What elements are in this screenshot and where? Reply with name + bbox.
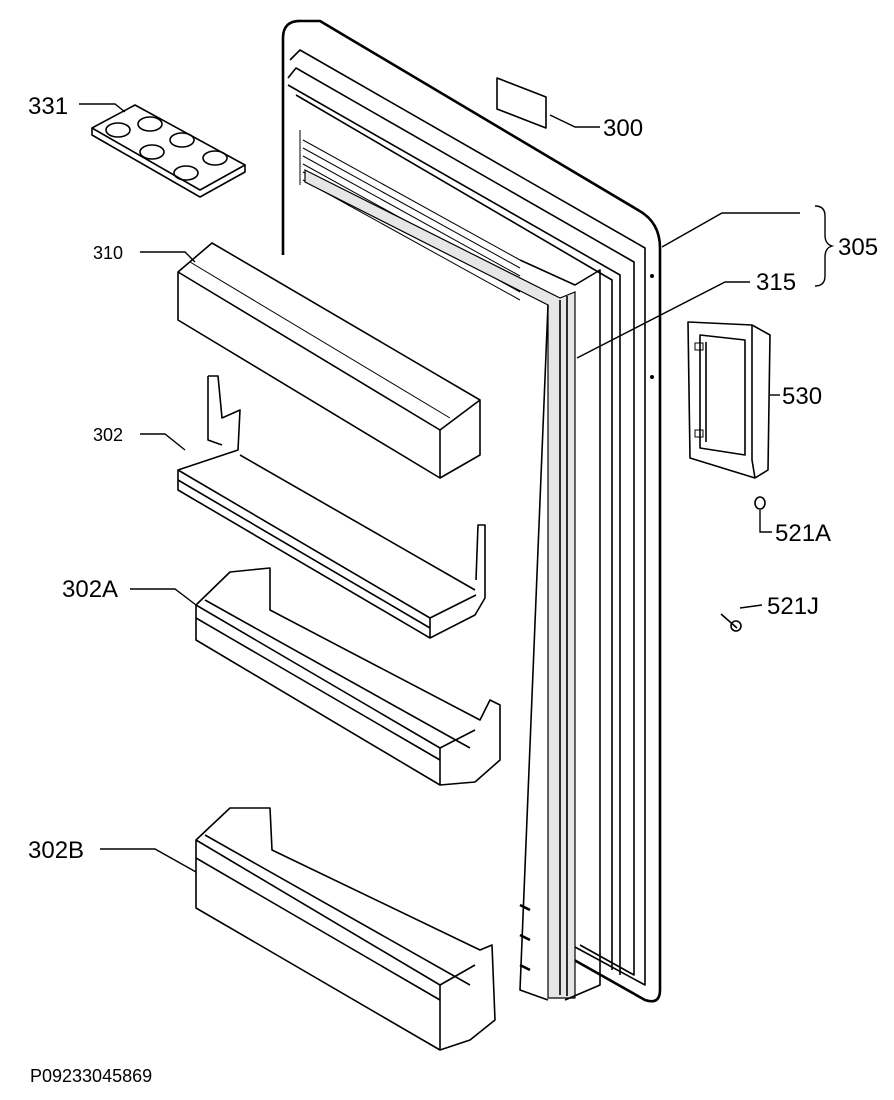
hinge-hole xyxy=(650,375,654,379)
door-handle xyxy=(687,321,771,479)
label-302: 302 xyxy=(93,425,123,445)
label-521a: 521A xyxy=(775,520,831,547)
leader-lines xyxy=(79,103,835,873)
label-310: 310 xyxy=(93,243,123,263)
door-shelf xyxy=(177,375,486,639)
cover-plug xyxy=(754,496,766,510)
label-305: 305 xyxy=(838,234,878,261)
label-331: 331 xyxy=(28,93,68,120)
egg-tray xyxy=(91,104,246,198)
door-gasket xyxy=(304,169,601,1001)
drawing-code: P09233045869 xyxy=(30,1066,152,1086)
label-300: 300 xyxy=(603,115,643,142)
vent-marks xyxy=(519,903,531,972)
label-521j: 521J xyxy=(767,593,819,620)
door-shelf-b xyxy=(195,807,496,1051)
dairy-compartment-lid xyxy=(177,242,481,479)
label-302b: 302B xyxy=(28,837,84,864)
screw xyxy=(720,613,742,632)
label-302a: 302A xyxy=(62,576,118,603)
hinge-hole xyxy=(650,274,654,278)
rating-plate xyxy=(496,77,547,129)
door-panel xyxy=(281,19,662,1003)
door-shelf-a xyxy=(195,567,501,786)
label-315: 315 xyxy=(756,269,796,296)
label-530: 530 xyxy=(782,383,822,410)
